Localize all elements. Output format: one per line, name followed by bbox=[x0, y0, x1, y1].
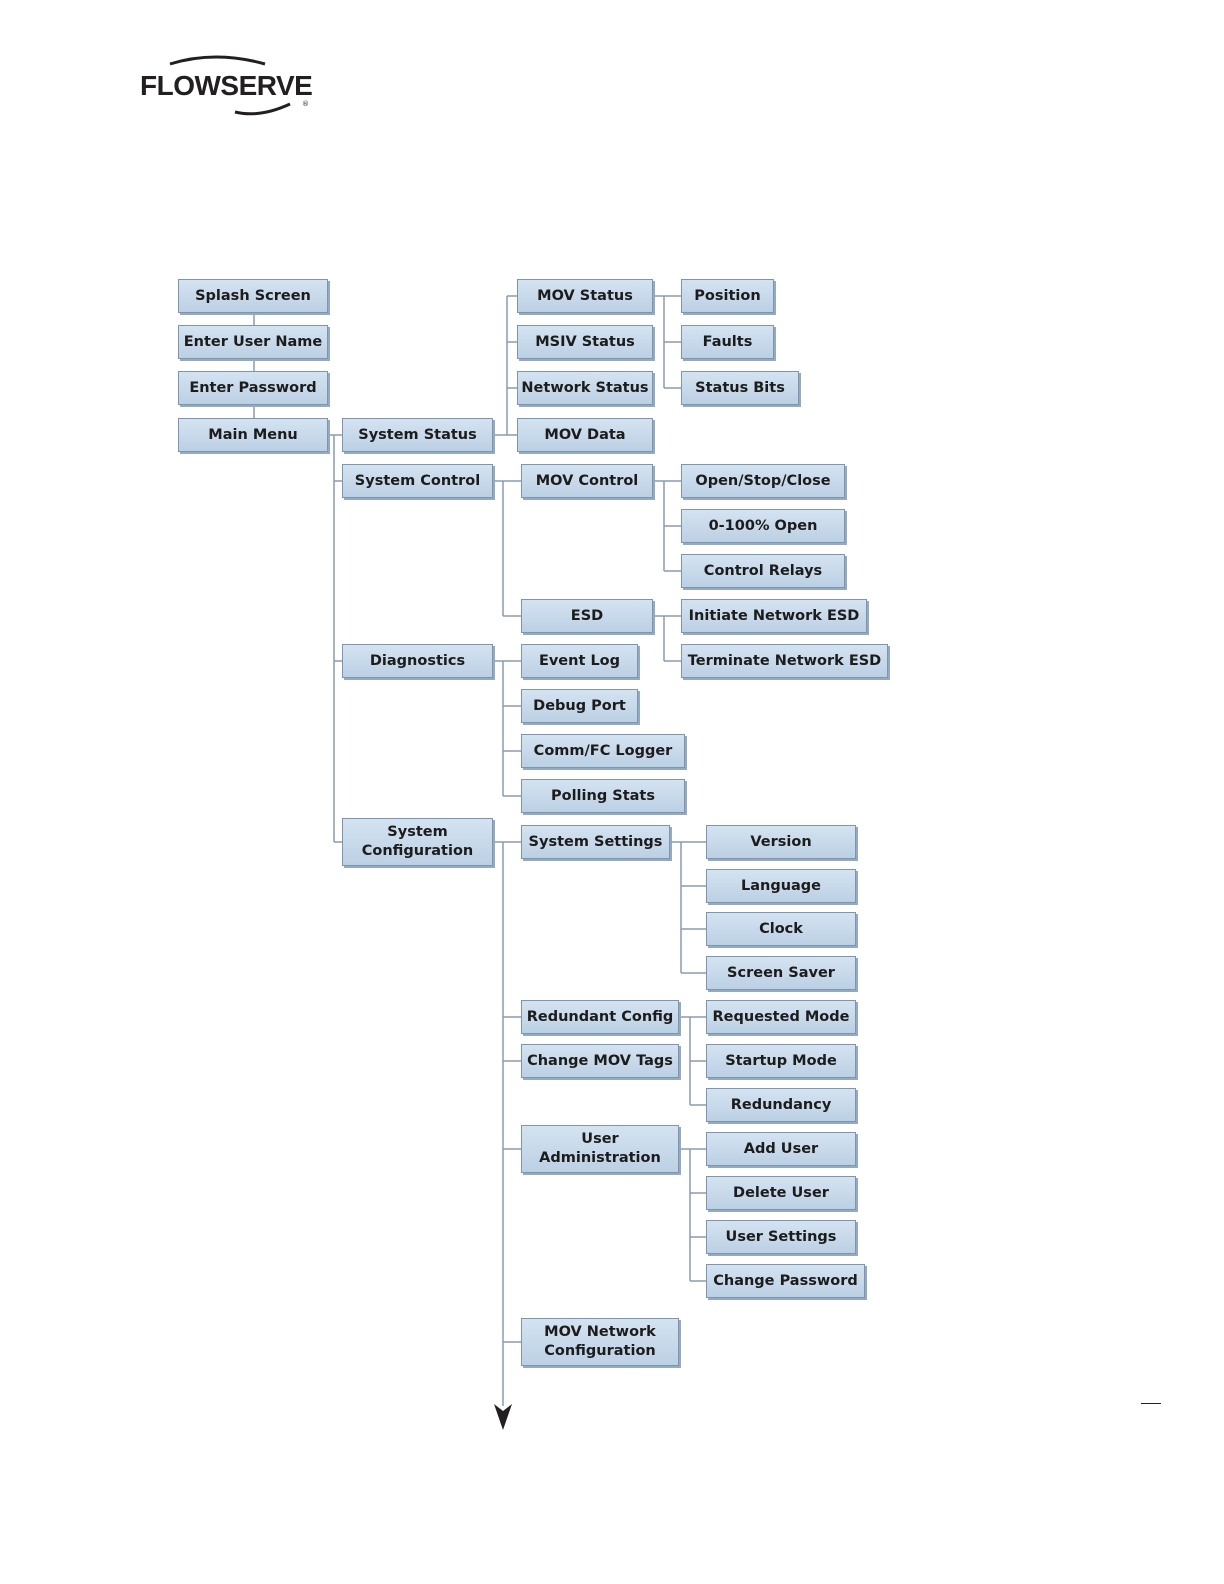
node-system-configuration[interactable]: System Configuration bbox=[342, 818, 493, 866]
node-change-mov-tags[interactable]: Change MOV Tags bbox=[521, 1044, 679, 1078]
node-network-status[interactable]: Network Status bbox=[517, 371, 653, 405]
node-system-control[interactable]: System Control bbox=[342, 464, 493, 498]
node-faults[interactable]: Faults bbox=[681, 325, 774, 359]
node-user-settings[interactable]: User Settings bbox=[706, 1220, 856, 1254]
node-open-stop-close[interactable]: Open/Stop/Close bbox=[681, 464, 845, 498]
node-requested-mode[interactable]: Requested Mode bbox=[706, 1000, 856, 1034]
logo-wordmark: FLOWSERVE bbox=[140, 70, 313, 101]
node-language[interactable]: Language bbox=[706, 869, 856, 903]
flowserve-logo: FLOWSERVE bbox=[140, 52, 320, 122]
node-main-menu[interactable]: Main Menu bbox=[178, 418, 328, 452]
node-clock[interactable]: Clock bbox=[706, 912, 856, 946]
node-status-bits[interactable]: Status Bits bbox=[681, 371, 799, 405]
node-mov-control[interactable]: MOV Control bbox=[521, 464, 653, 498]
node-diagnostics[interactable]: Diagnostics bbox=[342, 644, 493, 678]
trademark-symbol: ® bbox=[302, 100, 309, 108]
node-change-password[interactable]: Change Password bbox=[706, 1264, 865, 1298]
node-system-settings[interactable]: System Settings bbox=[521, 825, 670, 859]
node-enter-password[interactable]: Enter Password bbox=[178, 371, 328, 405]
continue-arrow-icon bbox=[494, 1404, 512, 1430]
node-delete-user[interactable]: Delete User bbox=[706, 1176, 856, 1210]
node-mov-network-configuration[interactable]: MOV Network Configuration bbox=[521, 1318, 679, 1366]
node-esd[interactable]: ESD bbox=[521, 599, 653, 633]
node-debug-port[interactable]: Debug Port bbox=[521, 689, 638, 723]
node-mov-data[interactable]: MOV Data bbox=[517, 418, 653, 452]
node-polling-stats[interactable]: Polling Stats bbox=[521, 779, 685, 813]
node-splash-screen[interactable]: Splash Screen bbox=[178, 279, 328, 313]
node-initiate-network-esd[interactable]: Initiate Network ESD bbox=[681, 599, 867, 633]
node-terminate-network-esd[interactable]: Terminate Network ESD bbox=[681, 644, 888, 678]
node-control-relays[interactable]: Control Relays bbox=[681, 554, 845, 588]
node-event-log[interactable]: Event Log bbox=[521, 644, 638, 678]
node-enter-user-name[interactable]: Enter User Name bbox=[178, 325, 328, 359]
node-0-100-open[interactable]: 0-100% Open bbox=[681, 509, 845, 543]
node-redundant-config[interactable]: Redundant Config bbox=[521, 1000, 679, 1034]
node-startup-mode[interactable]: Startup Mode bbox=[706, 1044, 856, 1078]
node-user-administration[interactable]: User Administration bbox=[521, 1125, 679, 1173]
node-screen-saver[interactable]: Screen Saver bbox=[706, 956, 856, 990]
node-position[interactable]: Position bbox=[681, 279, 774, 313]
node-msiv-status[interactable]: MSIV Status bbox=[517, 325, 653, 359]
node-version[interactable]: Version bbox=[706, 825, 856, 859]
node-redundancy[interactable]: Redundancy bbox=[706, 1088, 856, 1122]
node-comm-fc-logger[interactable]: Comm/FC Logger bbox=[521, 734, 685, 768]
node-add-user[interactable]: Add User bbox=[706, 1132, 856, 1166]
node-system-status[interactable]: System Status bbox=[342, 418, 493, 452]
node-mov-status[interactable]: MOV Status bbox=[517, 279, 653, 313]
page-edge-mark bbox=[1141, 1403, 1161, 1404]
logo-swoosh-icon bbox=[169, 55, 291, 116]
